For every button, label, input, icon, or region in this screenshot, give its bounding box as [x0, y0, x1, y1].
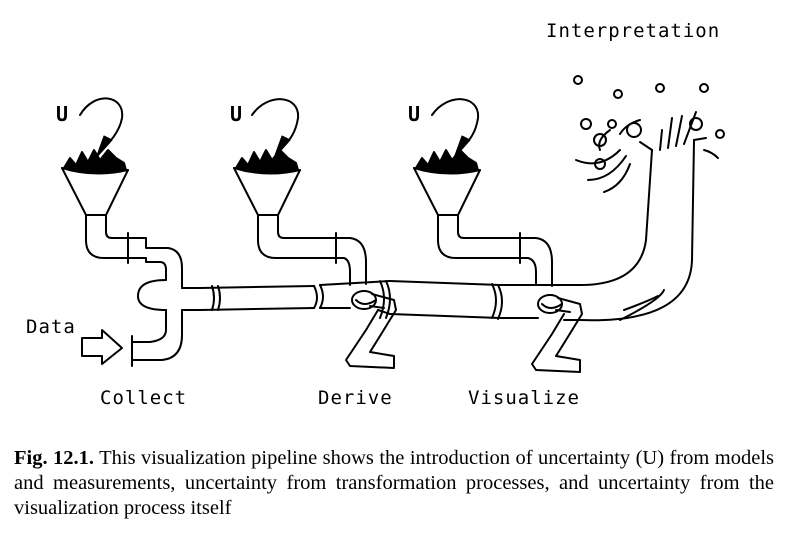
caption-text: This visualization pipeline shows the in…	[14, 447, 775, 519]
pipeline-diagram	[61, 75, 725, 373]
label-uncertainty-collect: U	[56, 102, 69, 126]
label-derive: Derive	[318, 387, 393, 409]
interpretation-pipe	[573, 75, 725, 322]
data-arrow	[81, 329, 123, 365]
funnel-collect	[61, 97, 129, 259]
label-interpretation: Interpretation	[546, 20, 721, 42]
label-data: Data	[26, 316, 76, 338]
visualize-outflow	[531, 294, 583, 373]
collect-joint	[127, 232, 201, 367]
funnel-visualize	[413, 98, 553, 287]
main-pipe	[199, 280, 581, 321]
label-collect: Collect	[100, 387, 188, 409]
derive-outflow	[345, 290, 397, 369]
funnel-derive	[233, 98, 367, 286]
figure-caption: Fig. 12.1. This visualization pipeline s…	[14, 446, 774, 521]
label-uncertainty-visualize: U	[408, 102, 421, 126]
figure-number: Fig. 12.1.	[14, 447, 95, 469]
label-uncertainty-derive: U	[230, 102, 243, 126]
label-visualize: Visualize	[468, 387, 580, 409]
